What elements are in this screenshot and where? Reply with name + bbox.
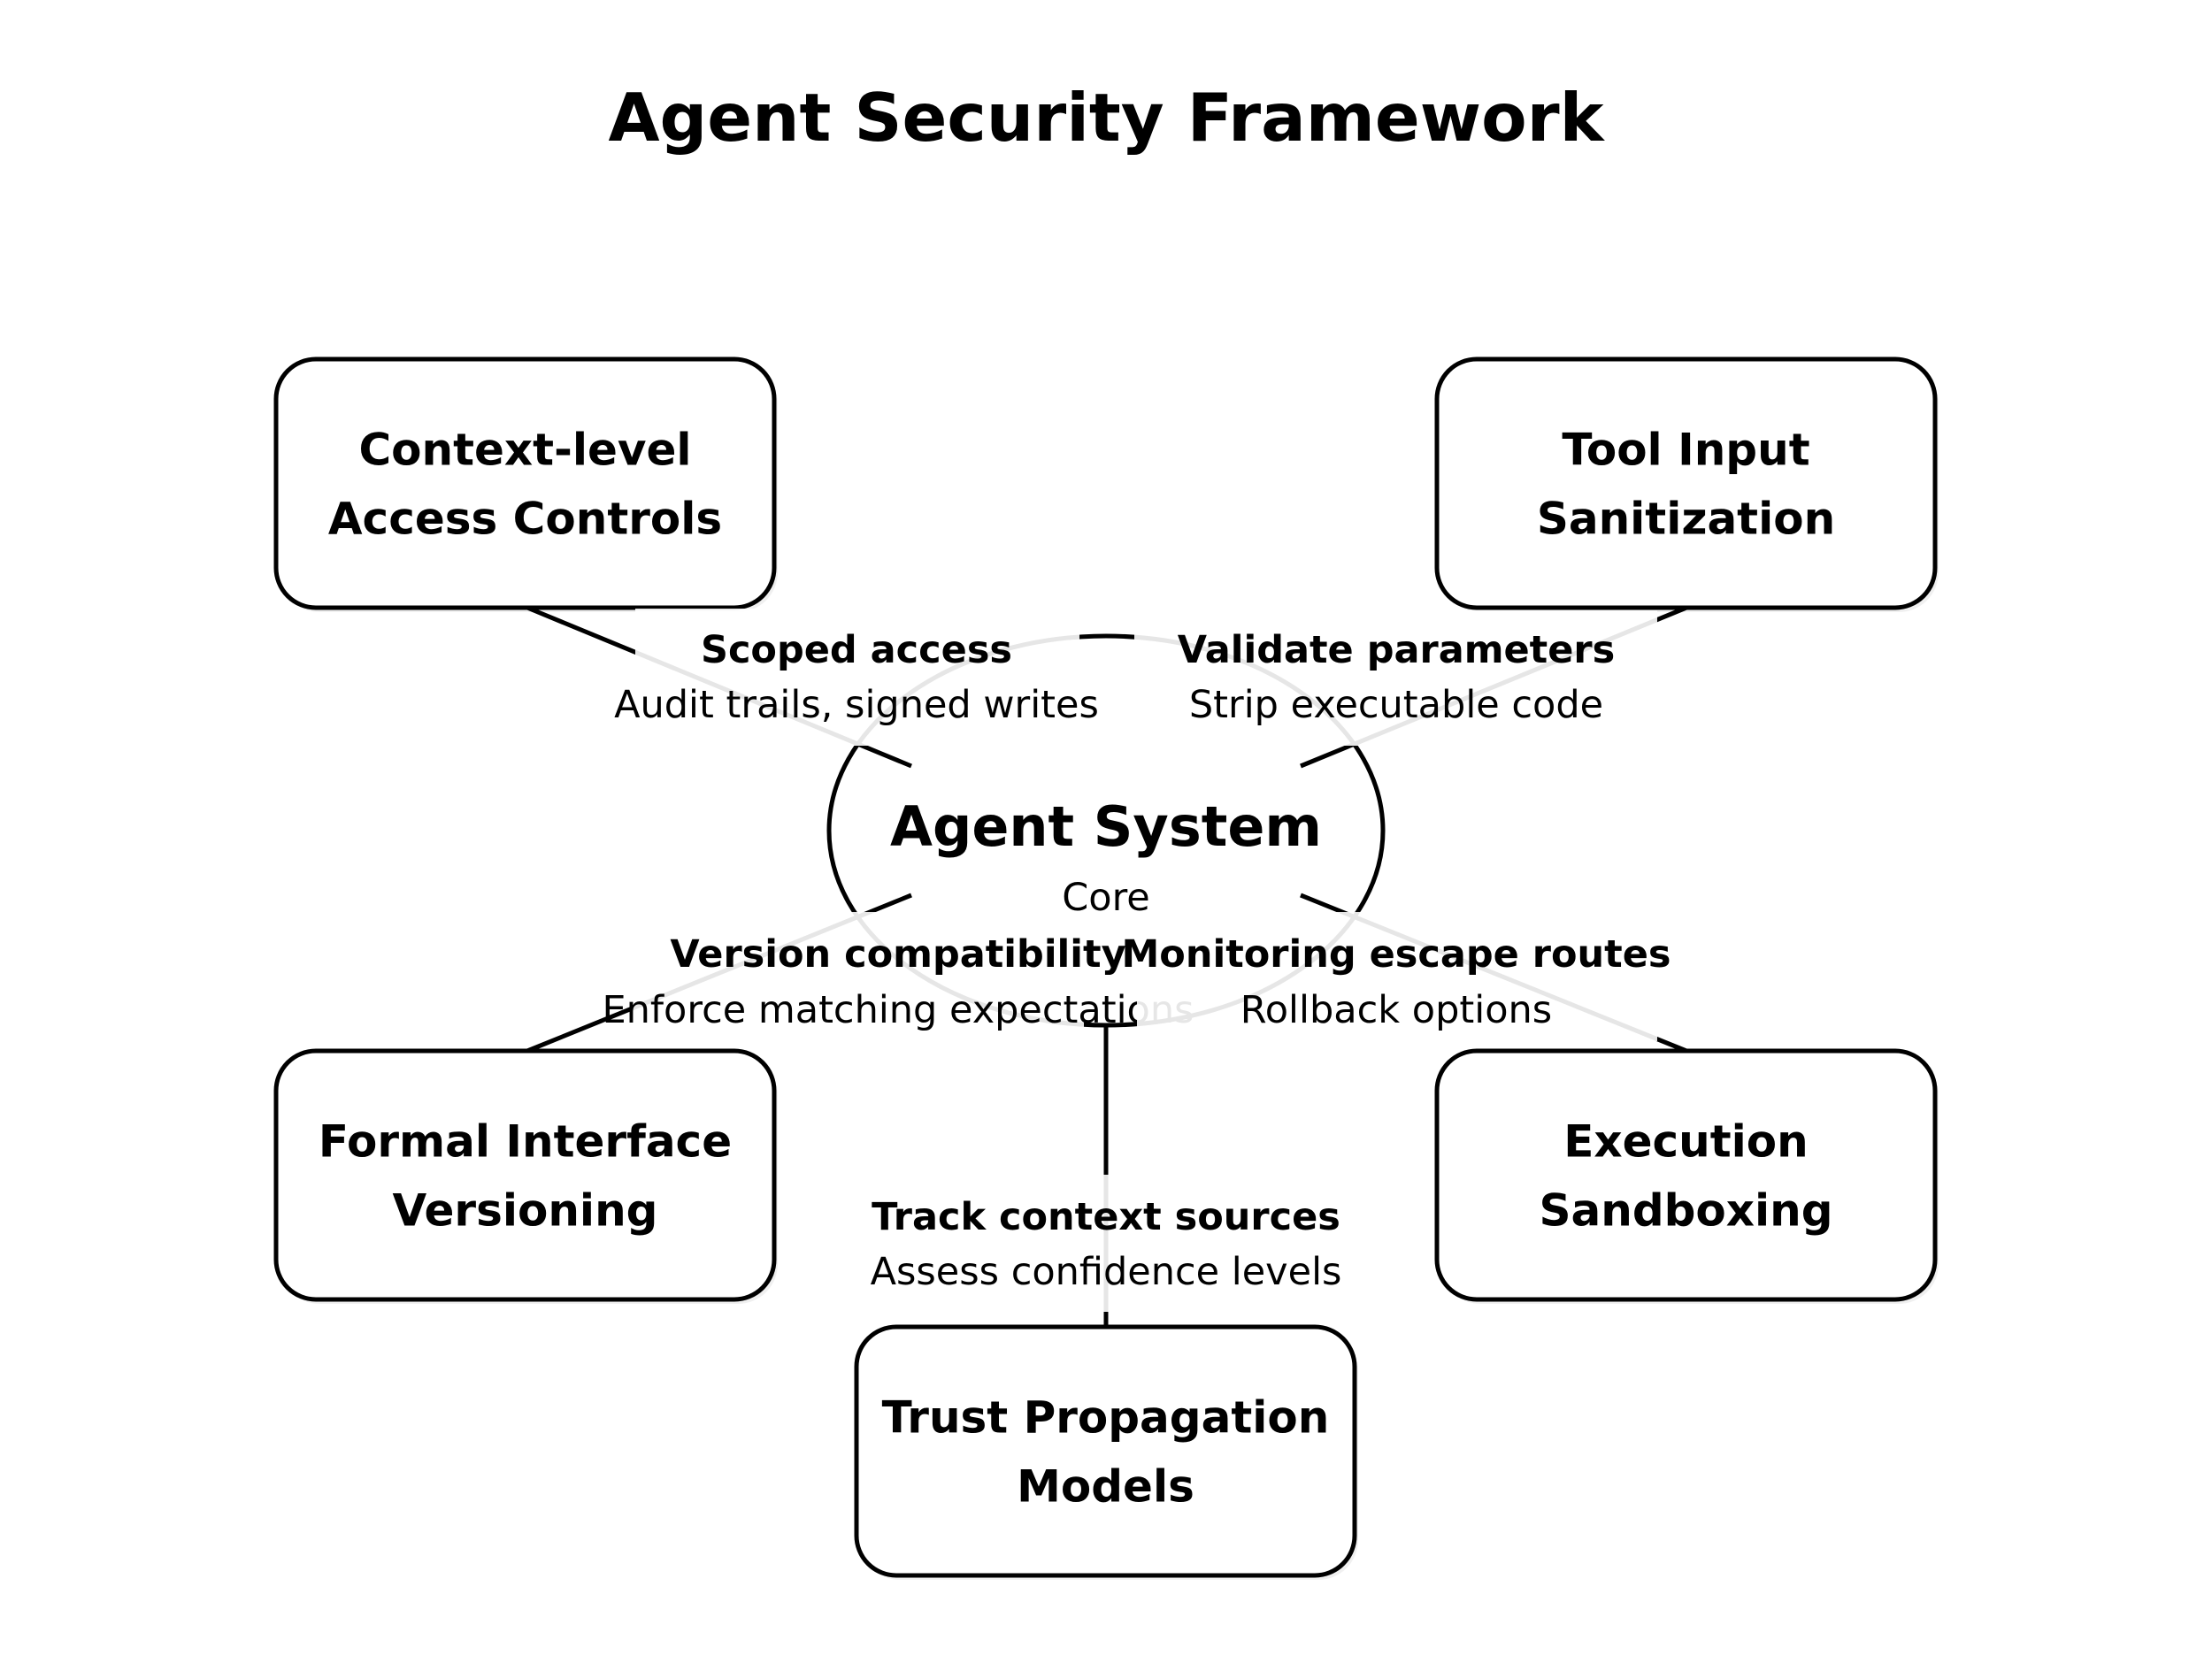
- core-node: [826, 633, 1386, 1028]
- core-title: Agent System: [890, 794, 1322, 859]
- label-background: [1137, 912, 1657, 1041]
- component-box-frame: [273, 356, 777, 610]
- connection-label-title: Monitoring escape routes: [1122, 932, 1671, 977]
- label-background: [631, 912, 1084, 1041]
- label-background: [1134, 610, 1657, 746]
- label-background: [858, 1175, 1354, 1312]
- diagram-title: Agent Security Framework: [609, 79, 1606, 157]
- connection-label-title: Scoped access: [701, 628, 1012, 672]
- connection-label-detail: Strip executable code: [1189, 683, 1603, 727]
- component-label-line: Access Controls: [328, 494, 722, 545]
- component-box-frame: [1434, 1048, 1938, 1302]
- label-background: [635, 609, 1079, 746]
- connection-label-detail: Rollback options: [1240, 988, 1552, 1032]
- connection-label-title: Validate parameters: [1178, 628, 1615, 672]
- component-box-frame: [854, 1324, 1357, 1578]
- connection-label-detail: Assess confidence levels: [871, 1250, 1342, 1294]
- connection-label-detail: Audit trails, signed writes: [614, 683, 1099, 727]
- component-label-line: Models: [1017, 1461, 1194, 1513]
- component-label-line: Formal Interface: [319, 1116, 732, 1168]
- component-label-line: Execution: [1563, 1116, 1809, 1168]
- component-label-line: Tool Input: [1562, 425, 1809, 476]
- core-subtitle: Core: [1062, 876, 1150, 920]
- core-ellipse: [826, 633, 1386, 1028]
- component-box-frame: [1434, 356, 1938, 610]
- component-label-line: Context-level: [358, 425, 691, 476]
- connection-label-title: Track context sources: [872, 1195, 1340, 1239]
- connection-label-detail: Enforce matching expectations: [602, 988, 1194, 1032]
- component-label-line: Versioning: [393, 1185, 658, 1237]
- component-box-frame: [273, 1048, 777, 1302]
- connection-label-title: Version compatibility: [670, 932, 1125, 977]
- component-label-line: Trust Propagation: [882, 1392, 1330, 1444]
- component-label-line: Sandboxing: [1539, 1185, 1832, 1237]
- core-text: Agent System Core: [890, 794, 1322, 920]
- component-label-line: Sanitization: [1537, 494, 1835, 545]
